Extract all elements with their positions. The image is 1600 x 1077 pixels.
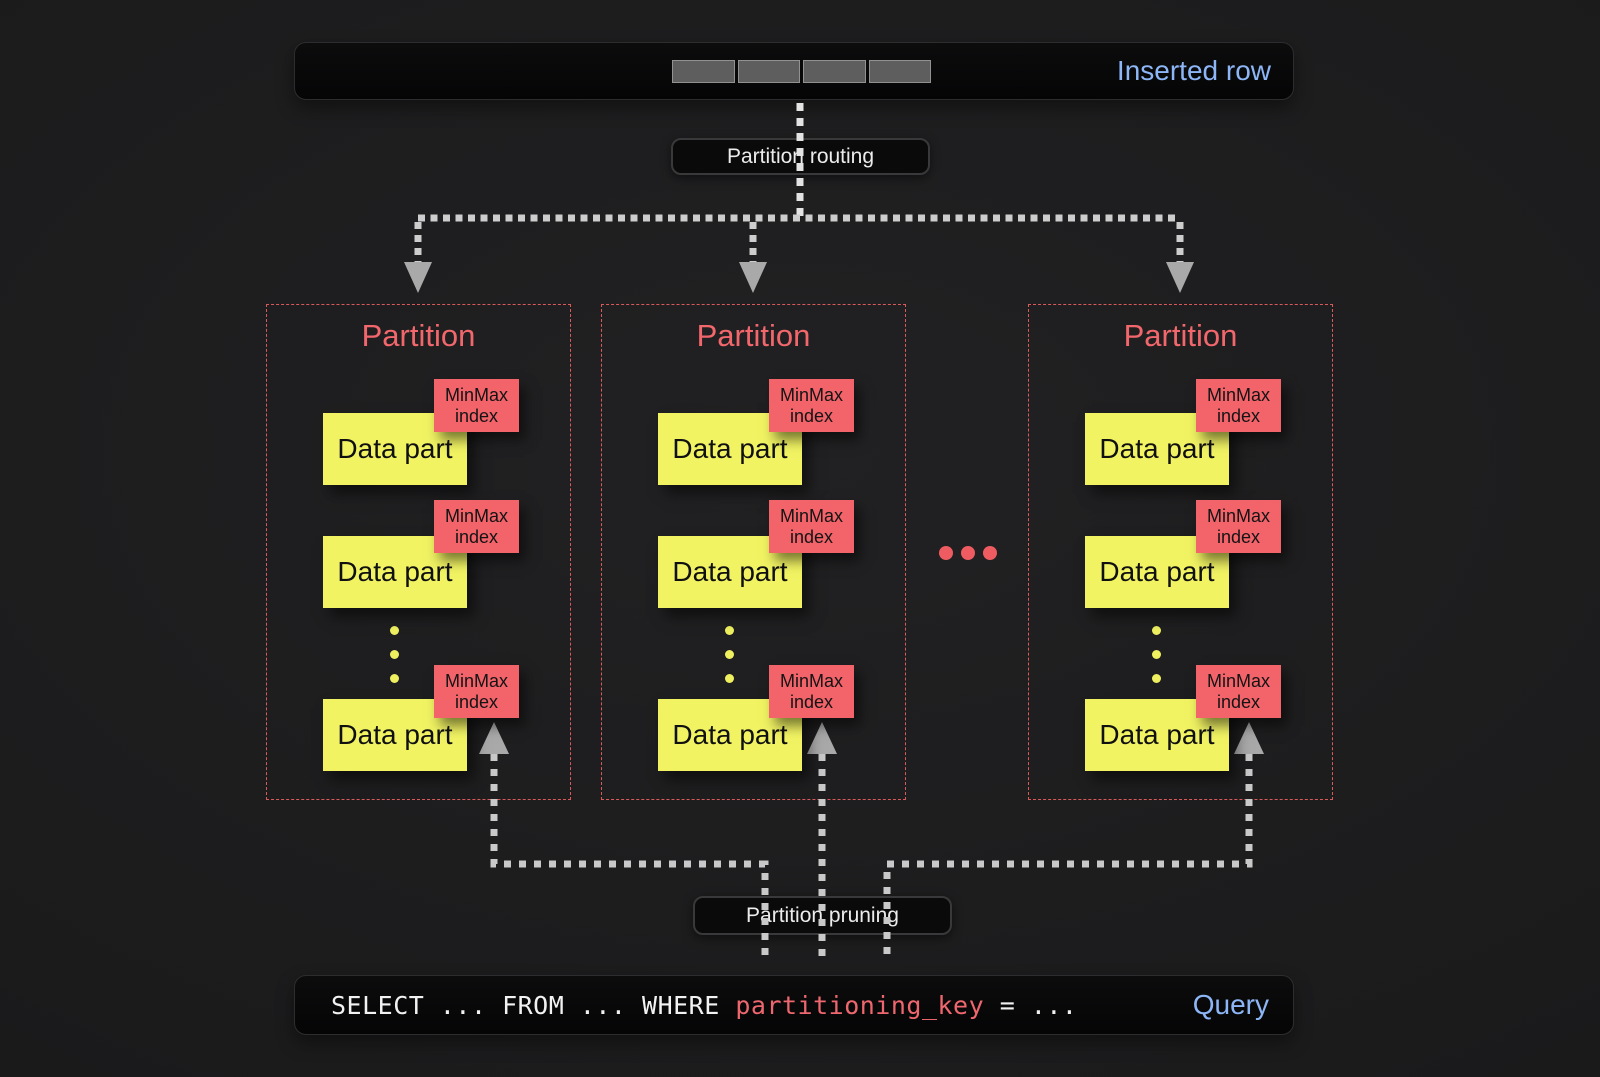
- partition-pruning-label: Partition pruning: [693, 896, 952, 935]
- minmax-index-tag: MinMax index: [1196, 665, 1281, 718]
- partition-title: Partition: [696, 318, 811, 353]
- partition-title: Partition: [1123, 318, 1238, 353]
- inserted-row-cells-icon: [672, 60, 931, 83]
- partition-routing-label: Partition routing: [671, 138, 930, 175]
- query-code: SELECT ... FROM ... WHERE partitioning_k…: [331, 991, 1077, 1020]
- row-cell: [803, 60, 866, 83]
- query-partitioning-key: partitioning_key: [735, 990, 985, 1020]
- partition-title: Partition: [361, 318, 476, 353]
- minmax-index-tag: MinMax index: [434, 665, 519, 718]
- query-bar: SELECT ... FROM ... WHERE partitioning_k…: [294, 975, 1294, 1035]
- minmax-index-tag: MinMax index: [434, 500, 519, 553]
- partition-routing-arrows: [404, 103, 1194, 293]
- data-part-box: Data part: [1085, 536, 1229, 608]
- partition-box-2: Partition MinMax index Data part MinMax …: [601, 304, 906, 800]
- data-part-box: Data part: [323, 699, 467, 771]
- minmax-index-tag: MinMax index: [769, 379, 854, 432]
- more-parts-ellipsis-icon: [390, 626, 399, 683]
- minmax-index-tag: MinMax index: [1196, 379, 1281, 432]
- inserted-row-label: Inserted row: [1116, 55, 1271, 86]
- down-arrowhead-icon: [1166, 262, 1194, 293]
- minmax-index-tag: MinMax index: [434, 379, 519, 432]
- data-part-box: Data part: [323, 536, 467, 608]
- partition-box-1: Partition MinMax index Data part MinMax …: [266, 304, 571, 800]
- more-parts-ellipsis-icon: [1152, 626, 1161, 683]
- query-code-prefix: SELECT ... FROM ... WHERE: [331, 990, 736, 1020]
- row-cell: [672, 60, 735, 83]
- row-cell: [868, 60, 931, 83]
- query-label: Query: [1192, 989, 1269, 1020]
- down-arrowhead-icon: [739, 262, 767, 293]
- down-arrowhead-icon: [404, 262, 432, 293]
- partition-box-3: Partition MinMax index Data part MinMax …: [1028, 304, 1333, 800]
- query-code-suffix: = ...: [984, 990, 1078, 1020]
- more-parts-ellipsis-icon: [725, 626, 734, 683]
- more-partitions-ellipsis-icon: [939, 546, 997, 560]
- minmax-index-tag: MinMax index: [769, 665, 854, 718]
- minmax-index-tag: MinMax index: [1196, 500, 1281, 553]
- row-cell: [737, 60, 800, 83]
- minmax-index-tag: MinMax index: [769, 500, 854, 553]
- inserted-row-bar: Inserted row: [294, 42, 1294, 100]
